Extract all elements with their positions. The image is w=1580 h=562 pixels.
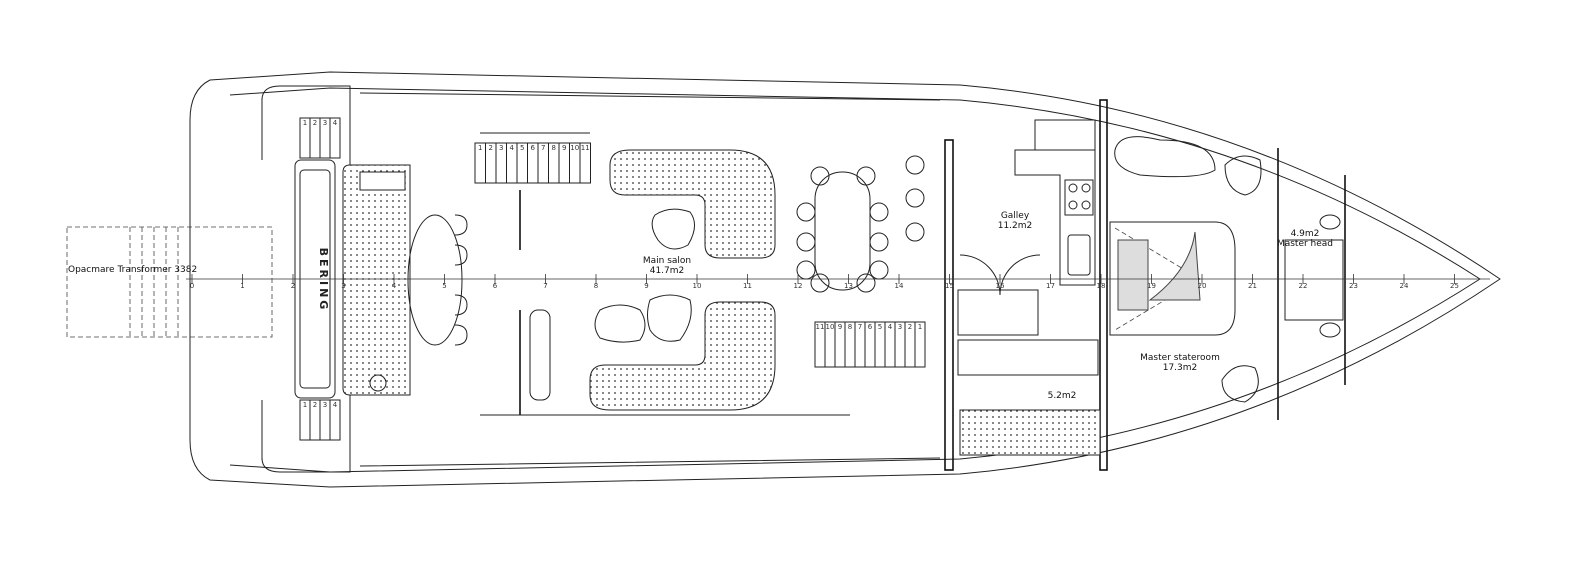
room-label-master-head: Master head xyxy=(1277,239,1333,249)
aft-sofa xyxy=(342,164,411,396)
stair-step-number: 5 xyxy=(878,323,882,331)
frame-tick-label: 25 xyxy=(1450,282,1459,290)
room-area-galley: 11.2m2 xyxy=(998,221,1033,231)
salon-bulkhead xyxy=(480,132,850,416)
stair-step xyxy=(579,142,591,184)
galley xyxy=(944,99,1108,471)
frame-tick-label: 24 xyxy=(1400,282,1409,290)
stair-step-number: 3 xyxy=(499,144,503,152)
frame-tick-label: 9 xyxy=(644,282,648,290)
bering-logo: BERING xyxy=(317,248,330,313)
stair-step-number: 4 xyxy=(333,401,338,409)
room-area-master-stateroom: 17.3m2 xyxy=(1163,363,1198,373)
frame-tick-label: 6 xyxy=(493,282,498,290)
frame-tick-label: 23 xyxy=(1349,282,1358,290)
stair-step xyxy=(914,321,926,368)
stair-step-number: 1 xyxy=(918,323,922,331)
master-stateroom xyxy=(1109,136,1346,420)
stair-step-number: 5 xyxy=(520,144,524,152)
stair-step-number: 4 xyxy=(888,323,893,331)
tender-outline xyxy=(66,226,273,338)
aft-chairs xyxy=(454,214,468,346)
frame-tick-label: 19 xyxy=(1147,282,1156,290)
stair-step-number: 8 xyxy=(552,144,556,152)
frame-tick-label: 16 xyxy=(996,282,1005,290)
frame-tick-label: 2 xyxy=(291,282,295,290)
stair-step-number: 2 xyxy=(489,144,493,152)
frame-tick-label: 20 xyxy=(1198,282,1207,290)
aft-table xyxy=(407,214,463,346)
room-area-passage: 5.2m2 xyxy=(1048,391,1077,401)
stair-step-number: 9 xyxy=(838,323,842,331)
room-area-master-head: 4.9m2 xyxy=(1291,229,1320,239)
dining-table xyxy=(814,171,871,291)
salon-sofa-top xyxy=(609,149,776,259)
frame-tick-label: 3 xyxy=(341,282,345,290)
frame-tick-label: 13 xyxy=(844,282,853,290)
room-area-main-salon: 41.7m2 xyxy=(650,266,685,276)
stair-step-number: 3 xyxy=(323,401,327,409)
stair-step-number: 10 xyxy=(570,144,579,152)
frame-tick-label: 18 xyxy=(1097,282,1106,290)
frame-tick-label: 1 xyxy=(240,282,244,290)
stair-step-number: 6 xyxy=(868,323,873,331)
stair-step-number: 2 xyxy=(313,119,317,127)
frame-tick-label: 11 xyxy=(743,282,752,290)
stair-step-number: 3 xyxy=(323,119,327,127)
frame-tick-label: 12 xyxy=(794,282,803,290)
frame-tick-label: 0 xyxy=(190,282,194,290)
stair-step-number: 6 xyxy=(531,144,536,152)
salon-sofa-bottom xyxy=(589,301,776,411)
room-label-galley: Galley xyxy=(1001,211,1030,221)
frame-tick-label: 10 xyxy=(693,282,702,290)
room-label-main-salon: Main salon xyxy=(643,256,691,266)
tender-label: Opacmare Transformer 3382 xyxy=(68,265,197,275)
stair-step-number: 9 xyxy=(562,144,566,152)
frame-tick-label: 7 xyxy=(543,282,547,290)
stair-step-number: 1 xyxy=(478,144,482,152)
frame-tick-label: 17 xyxy=(1046,282,1055,290)
salon-table-top xyxy=(651,208,695,250)
stair-step-number: 11 xyxy=(816,323,825,331)
stair-step-number: 3 xyxy=(898,323,902,331)
stair-step-number: 7 xyxy=(541,144,545,152)
frame-tick-label: 22 xyxy=(1299,282,1308,290)
stair-step-number: 8 xyxy=(848,323,852,331)
stair-step-number: 2 xyxy=(908,323,912,331)
stair-step-number: 7 xyxy=(858,323,862,331)
stair-step xyxy=(329,399,341,441)
frame-tick-label: 8 xyxy=(594,282,598,290)
frame-tick-label: 14 xyxy=(895,282,904,290)
stair-step-number: 4 xyxy=(510,144,515,152)
frame-tick-label: 21 xyxy=(1248,282,1257,290)
stair-step-number: 10 xyxy=(826,323,835,331)
stair-step-number: 1 xyxy=(303,401,307,409)
frame-tick-label: 15 xyxy=(945,282,954,290)
stair-step-number: 4 xyxy=(333,119,338,127)
frame-tick-label: 4 xyxy=(392,282,397,290)
stair-step-number: 2 xyxy=(313,401,317,409)
stair-step xyxy=(329,117,341,159)
stair-step-number: 11 xyxy=(581,144,590,152)
stair-step-number: 1 xyxy=(303,119,307,127)
frame-tick-label: 5 xyxy=(442,282,446,290)
room-label-master-stateroom: Master stateroom xyxy=(1140,353,1220,363)
